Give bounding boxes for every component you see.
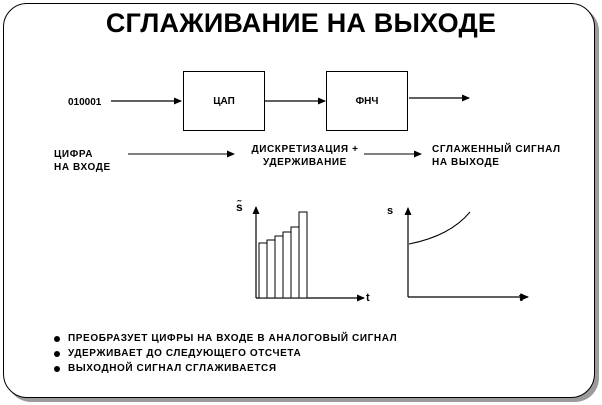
right-graph-y-label: s [387,205,394,217]
bullet-text: ПРЕОБРАЗУЕТ ЦИФРЫ НА ВХОДЕ В АНАЛОГОВЫЙ … [68,333,398,344]
step-bar [298,211,308,299]
step-bar [258,242,268,299]
stage-sample-hold-line1: ДИСКРЕТИЗАЦИЯ + [251,144,359,155]
stage-sample-hold-label: ДИСКРЕТИЗАЦИЯ + УДЕРЖИВАНИЕ [242,143,368,169]
lpf-block: ФНЧ [326,71,408,131]
bullet-text: ВЫХОДНОЙ СИГНАЛ СГЛАЖИВАЕТСЯ [68,363,277,374]
stage-sample-hold-line2: УДЕРЖИВАНИЕ [263,157,347,168]
bullet-item: УДЕРЖИВАЕТ ДО СЛЕДУЮЩЕГО ОТСЧЕТА [54,346,397,361]
step-bar [282,231,292,299]
lpf-label: ФНЧ [355,95,379,107]
input-code: 010001 [68,97,102,108]
stage-output-line2: НА ВЫХОДЕ [432,157,500,168]
step-bar [290,226,300,299]
stage-input-line2: НА ВХОДЕ [54,162,111,173]
left-graph-y-label: s̃ [236,200,243,214]
bullet-item: ВЫХОДНОЙ СИГНАЛ СГЛАЖИВАЕТСЯ [54,361,397,376]
bullet-text: УДЕРЖИВАЕТ ДО СЛЕДУЮЩЕГО ОТСЧЕТА [68,348,302,359]
page-title: СГЛАЖИВАНИЕ НА ВЫХОДЕ [105,8,497,38]
left-graph-x-label: t [366,292,370,304]
bullet-icon [54,350,60,357]
stage-output-label: СГЛАЖЕННЫЙ СИГНАЛ НА ВЫХОДЕ [432,143,561,169]
stage-output-line1: СГЛАЖЕННЫЙ СИГНАЛ [432,144,561,155]
stage-input-line1: ЦИФРА [54,149,94,160]
bullet-icon [54,365,60,372]
right-graph-x-label: t [519,292,523,304]
slide-frame [3,3,595,398]
bullet-icon [54,335,60,342]
bullet-list: ПРЕОБРАЗУЕТ ЦИФРЫ НА ВХОДЕ В АНАЛОГОВЫЙ … [54,331,397,376]
dac-label: ЦАП [213,95,235,107]
bullet-item: ПРЕОБРАЗУЕТ ЦИФРЫ НА ВХОДЕ В АНАЛОГОВЫЙ … [54,331,397,346]
step-bar [266,239,276,299]
dac-block: ЦАП [183,71,265,131]
stage-input-label: ЦИФРА НА ВХОДЕ [54,148,111,174]
smoothed-signal-curve [408,211,471,245]
left-graph-steps [258,211,308,299]
step-bar [274,235,284,299]
